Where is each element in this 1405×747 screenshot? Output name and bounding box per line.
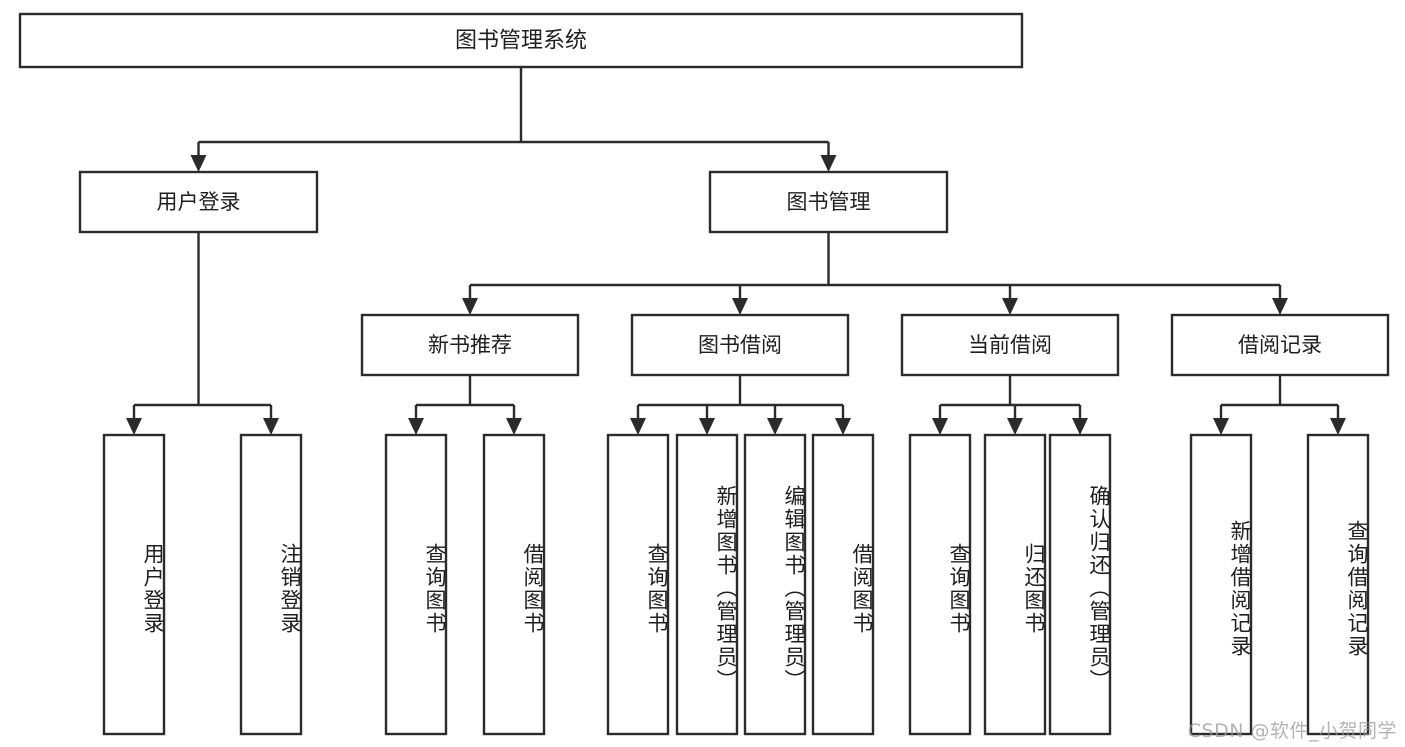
arrow-head-icon bbox=[1072, 418, 1088, 435]
arrow-head-icon bbox=[1272, 298, 1288, 315]
arrow-head-icon bbox=[630, 418, 646, 435]
node-label-user-login: 用户登录 bbox=[157, 190, 241, 214]
arrow-head-icon bbox=[732, 298, 748, 315]
node-label-borrow-record: 借阅记录 bbox=[1238, 333, 1322, 357]
node-label-book-borrow: 图书借阅 bbox=[698, 333, 782, 357]
arrow-head-icon bbox=[835, 418, 851, 435]
node-box-new-book-rec[interactable] bbox=[360, 313, 580, 377]
arrow-head-icon bbox=[1007, 418, 1023, 435]
connector-layer bbox=[126, 67, 1346, 435]
arrow-head-icon bbox=[190, 155, 207, 172]
node-box-layer bbox=[18, 12, 1390, 736]
node-box-l-edit-book[interactable] bbox=[743, 433, 807, 736]
node-box-leaf-user-login[interactable] bbox=[102, 433, 166, 736]
arrow-head-icon bbox=[1330, 418, 1346, 435]
node-box-l-query-book-3[interactable] bbox=[908, 433, 972, 736]
arrow-head-icon bbox=[462, 298, 478, 315]
node-box-current-borrow[interactable] bbox=[900, 313, 1120, 377]
node-box-l-query-book-1[interactable] bbox=[384, 433, 448, 736]
node-label-new-book-rec: 新书推荐 bbox=[428, 333, 512, 357]
arrow-head-icon bbox=[1002, 298, 1018, 315]
csdn-watermark: CSDN @软件_小贺同学 bbox=[1187, 720, 1397, 742]
arrow-head-icon bbox=[1213, 418, 1229, 435]
node-label-book-manage: 图书管理 bbox=[787, 190, 871, 214]
arrow-head-icon bbox=[820, 155, 837, 172]
node-box-l-add-book[interactable] bbox=[675, 433, 739, 736]
arrow-head-icon bbox=[263, 418, 279, 435]
arrow-head-icon bbox=[767, 418, 783, 435]
node-box-l-add-record[interactable] bbox=[1189, 433, 1253, 736]
node-box-l-borrow-book-1[interactable] bbox=[482, 433, 546, 736]
node-box-l-query-book-2[interactable] bbox=[606, 433, 670, 736]
arrow-head-icon bbox=[408, 418, 424, 435]
arrow-head-icon bbox=[699, 418, 715, 435]
node-label-root: 图书管理系统 bbox=[455, 29, 587, 54]
node-box-l-return-book[interactable] bbox=[983, 433, 1047, 736]
node-box-leaf-user-logout[interactable] bbox=[239, 433, 303, 736]
node-box-l-borrow-book-2[interactable] bbox=[811, 433, 875, 736]
node-label-current-borrow: 当前借阅 bbox=[968, 333, 1052, 357]
node-box-user-login[interactable] bbox=[78, 170, 319, 234]
node-box-root[interactable] bbox=[18, 12, 1024, 69]
node-box-book-manage[interactable] bbox=[708, 170, 949, 234]
node-box-book-borrow[interactable] bbox=[630, 313, 850, 377]
arrow-head-icon bbox=[932, 418, 948, 435]
node-box-l-confirm-return[interactable] bbox=[1048, 433, 1112, 736]
arrow-head-icon bbox=[126, 418, 142, 435]
node-box-borrow-record[interactable] bbox=[1170, 313, 1390, 377]
node-box-l-query-record[interactable] bbox=[1306, 433, 1370, 736]
arrow-head-icon bbox=[506, 418, 522, 435]
